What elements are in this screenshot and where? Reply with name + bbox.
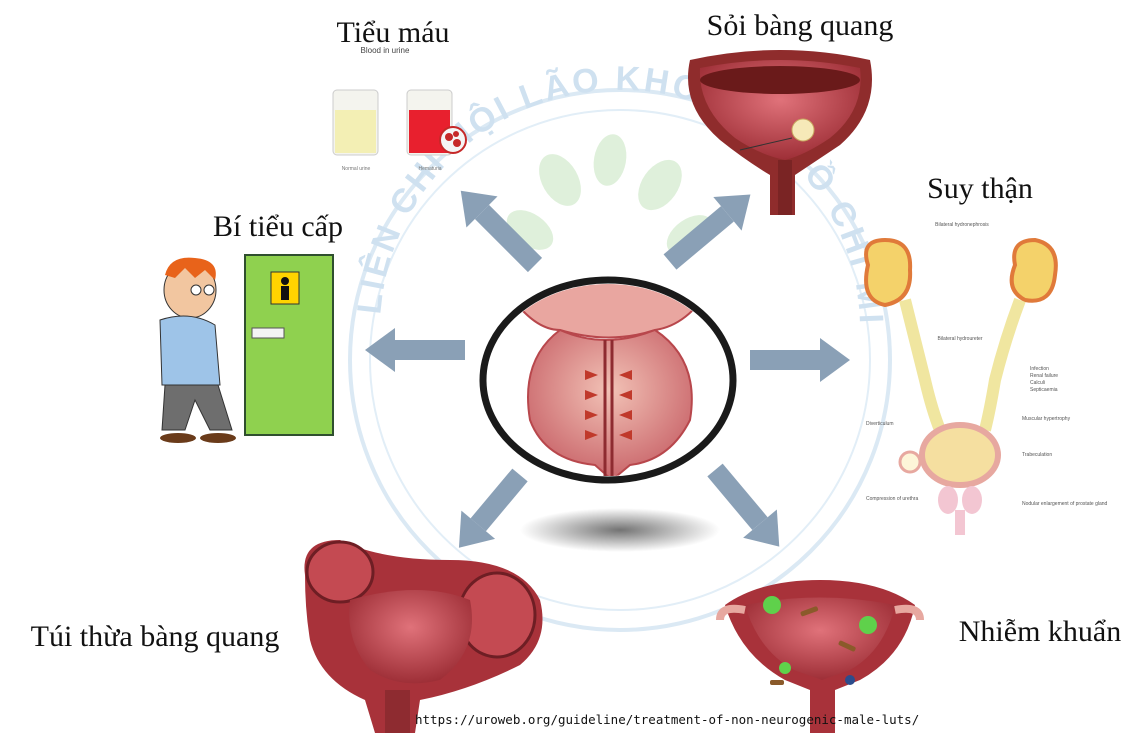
- diverticulum-image: [304, 540, 542, 733]
- center-prostate: [483, 280, 733, 552]
- kidney-compression-label: Compression of urethra: [866, 496, 918, 502]
- kidney-bullet-1: Infection: [1030, 366, 1049, 372]
- arrow-to-kidney-failure: [750, 338, 850, 382]
- kidney-trabec-label: Trabeculation: [1022, 452, 1052, 458]
- kidney-divert-label: Diverticulum: [866, 421, 894, 427]
- label-diverticulum: Túi thừa bàng quang: [31, 620, 280, 653]
- kidney-bullet-3: Calculi: [1030, 380, 1045, 386]
- hematuria-image: Blood in urine Normal urine Hematuria: [333, 46, 466, 172]
- kidney-nodular-label: Nodular enlargement of prostate gland: [1022, 501, 1108, 507]
- normal-urine-label: Normal urine: [342, 166, 371, 172]
- label-bladder-stone: Sỏi bàng quang: [707, 9, 894, 42]
- retention-image: [160, 255, 333, 443]
- label-kidney-failure: Suy thận: [927, 172, 1033, 205]
- kidney-mid-label: Bilateral hydroureter: [937, 336, 982, 342]
- kidney-diagram: Bilateral hydronephrosis Bilateral hydro…: [866, 222, 1108, 535]
- arrow-to-diverticulum: [442, 461, 537, 562]
- arrow-to-retention: [365, 328, 465, 372]
- kidney-bullet-4: Septicaemia: [1030, 387, 1058, 393]
- kidney-muscular-label: Muscular hypertrophy: [1022, 416, 1071, 422]
- label-urinary-retention: Bí tiểu cấp: [213, 210, 343, 243]
- label-infection: Nhiễm khuẩn: [959, 615, 1121, 648]
- kidney-top-label: Bilateral hydronephrosis: [935, 222, 989, 228]
- source-url: https://uroweb.org/guideline/treatment-o…: [415, 712, 919, 727]
- label-hematuria: Tiểu máu: [336, 16, 449, 49]
- kidney-bullet-2: Renal failure: [1030, 373, 1058, 379]
- arrow-to-infection: [698, 456, 796, 561]
- hematuria-tube-label: Hematuria: [418, 166, 441, 172]
- infection-image: [720, 580, 920, 733]
